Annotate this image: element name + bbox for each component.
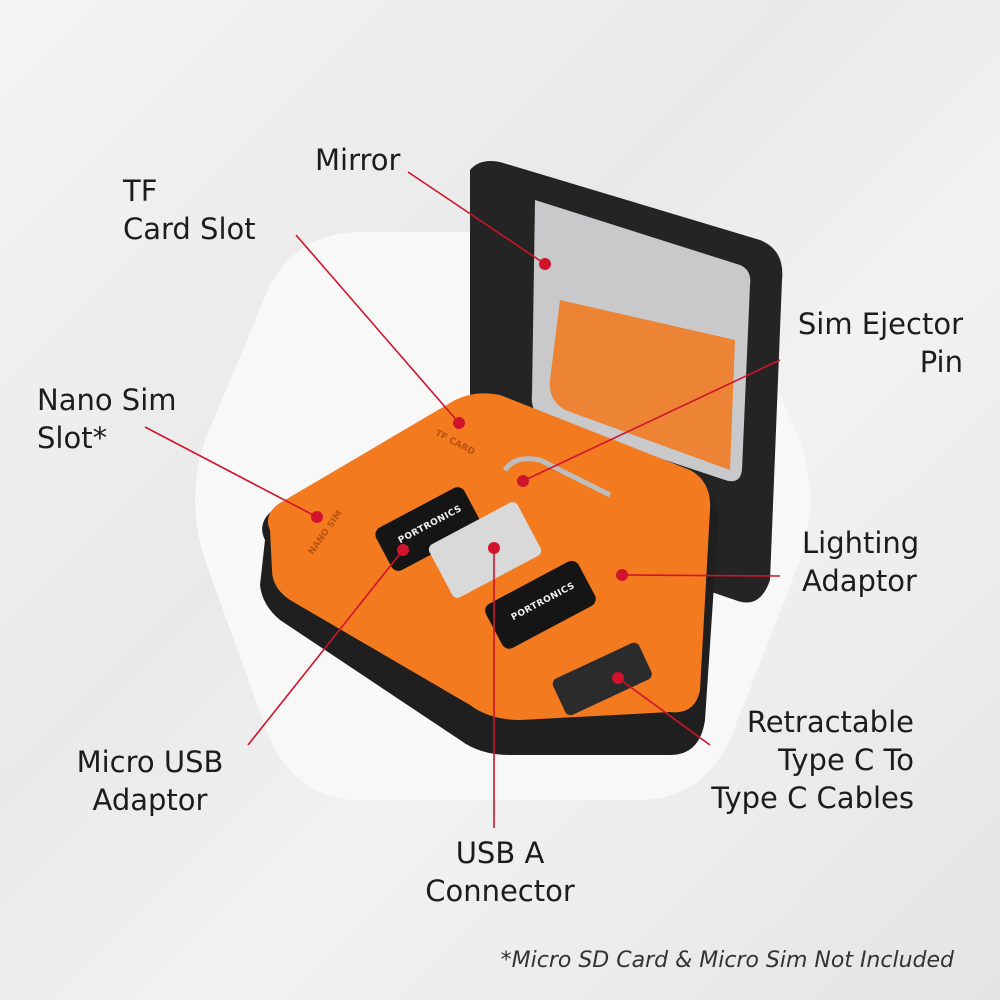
label-line: Type C To bbox=[778, 743, 914, 777]
usb-a-connector bbox=[428, 502, 542, 598]
label-line: Pin bbox=[919, 345, 963, 379]
mirror-dot bbox=[539, 258, 551, 270]
label-line: Type C Cables bbox=[711, 781, 914, 815]
label-sim-ejector-pin: Sim Ejector Pin bbox=[798, 305, 963, 381]
tf-card-dot bbox=[453, 417, 465, 429]
retractable-leader bbox=[617, 677, 711, 746]
label-micro-usb-adaptor: Micro USB Adaptor bbox=[60, 743, 240, 819]
tf-card-leader bbox=[295, 234, 460, 424]
label-line: Adaptor bbox=[92, 783, 208, 817]
label-line: USB A bbox=[455, 836, 545, 870]
sim-ejector-pin bbox=[502, 456, 612, 498]
label-line: Sim Ejector bbox=[797, 307, 963, 341]
lighting-dot bbox=[616, 569, 628, 581]
label-line: TF bbox=[123, 174, 158, 208]
label-line: Card Slot bbox=[123, 212, 256, 246]
retractable-dot bbox=[612, 672, 624, 684]
label-nano-sim-slot: Nano Sim Slot* bbox=[37, 381, 177, 457]
label-line: Connector bbox=[425, 874, 575, 908]
lighting-leader bbox=[621, 574, 781, 577]
label-mirror: Mirror bbox=[315, 143, 401, 177]
label-line: Retractable bbox=[746, 705, 914, 739]
mirror-leader bbox=[407, 171, 546, 265]
footnote: *Micro SD Card & Micro Sim Not Included bbox=[500, 948, 954, 973]
nano-sim-dot bbox=[311, 511, 323, 523]
label-line: Lighting bbox=[802, 526, 920, 560]
micro-usb-leader bbox=[247, 549, 404, 746]
micro-usb-dot bbox=[397, 544, 409, 556]
label-usb-a-connector: USB A Connector bbox=[400, 834, 600, 910]
label-lighting-adaptor: Lighting Adaptor bbox=[802, 524, 919, 600]
usb-a-dot bbox=[488, 542, 500, 554]
label-line: Adaptor bbox=[802, 564, 917, 598]
sim-ejector-leader bbox=[522, 359, 781, 482]
label-line: Micro USB bbox=[76, 745, 224, 779]
lightning-adaptor bbox=[485, 560, 596, 649]
label-retractable-cables: Retractable Type C To Type C Cables bbox=[711, 703, 914, 817]
retractable-cable bbox=[552, 642, 652, 716]
nano-sim-leader bbox=[144, 426, 318, 518]
case-base bbox=[260, 393, 719, 755]
sim-ejector-dot bbox=[517, 475, 529, 487]
label-line: Slot* bbox=[37, 421, 108, 455]
label-tf-card-slot: TF Card Slot bbox=[123, 172, 256, 248]
label-line: Nano Sim bbox=[37, 383, 177, 417]
